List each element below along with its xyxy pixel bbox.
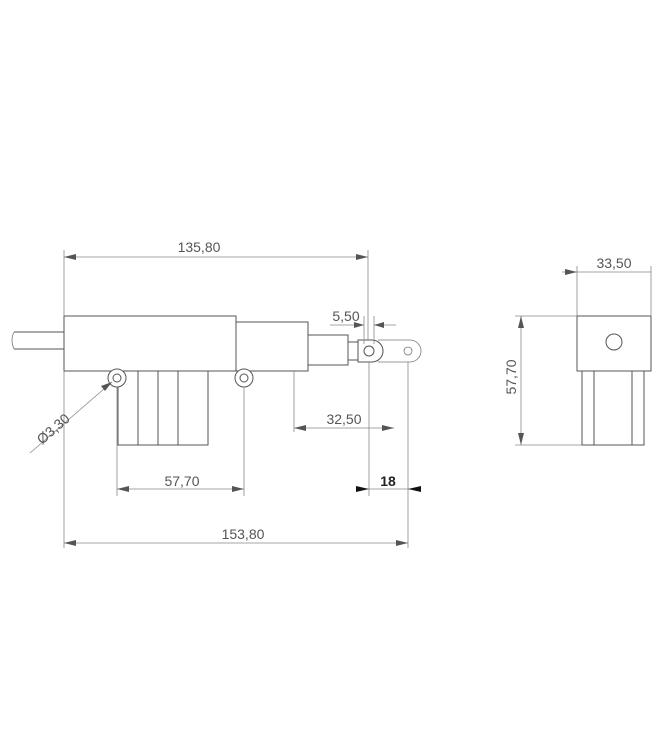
mounting-bracket (117, 370, 209, 446)
label-mount-hole-diameter: Ø3,30 (33, 410, 72, 447)
side-view (11, 315, 422, 446)
label-total-length: 153,80 (222, 526, 265, 542)
mount-hole-left (107, 368, 127, 388)
dimension-overall-body-length: 135,80 (63, 239, 369, 340)
dimension-rod-end-hole: 5,50 (330, 308, 396, 344)
motor-body (63, 315, 237, 372)
gear-housing (235, 321, 309, 372)
rod-sleeve (307, 334, 349, 366)
dimension-mount-spacing: 57,70 (116, 387, 245, 496)
mount-hole-right (234, 368, 254, 388)
dimension-mount-hole-diameter: Ø3,30 (29, 381, 113, 454)
label-height: 57,70 (503, 359, 519, 394)
label-rod-end-hole: 5,50 (332, 308, 359, 324)
dimension-height: 57,70 (503, 315, 582, 446)
label-stroke: 18 (380, 473, 396, 489)
end-view-bracket (581, 370, 645, 446)
end-view-hole (605, 333, 623, 351)
label-mount-spacing: 57,70 (164, 473, 199, 489)
label-stroke-rod: 32,50 (326, 411, 361, 427)
dimension-stroke-rod: 32,50 (293, 371, 394, 432)
end-view (576, 315, 652, 446)
label-width: 33,50 (596, 255, 631, 271)
rod-end-retracted (357, 339, 384, 363)
dimension-width: 33,50 (562, 255, 652, 316)
label-overall-body-length: 135,80 (178, 239, 221, 255)
cable (11, 331, 64, 350)
dimension-total-length: 153,80 (63, 371, 408, 548)
rod-end-extended (378, 339, 422, 363)
dimension-stroke: 18 (356, 362, 421, 548)
